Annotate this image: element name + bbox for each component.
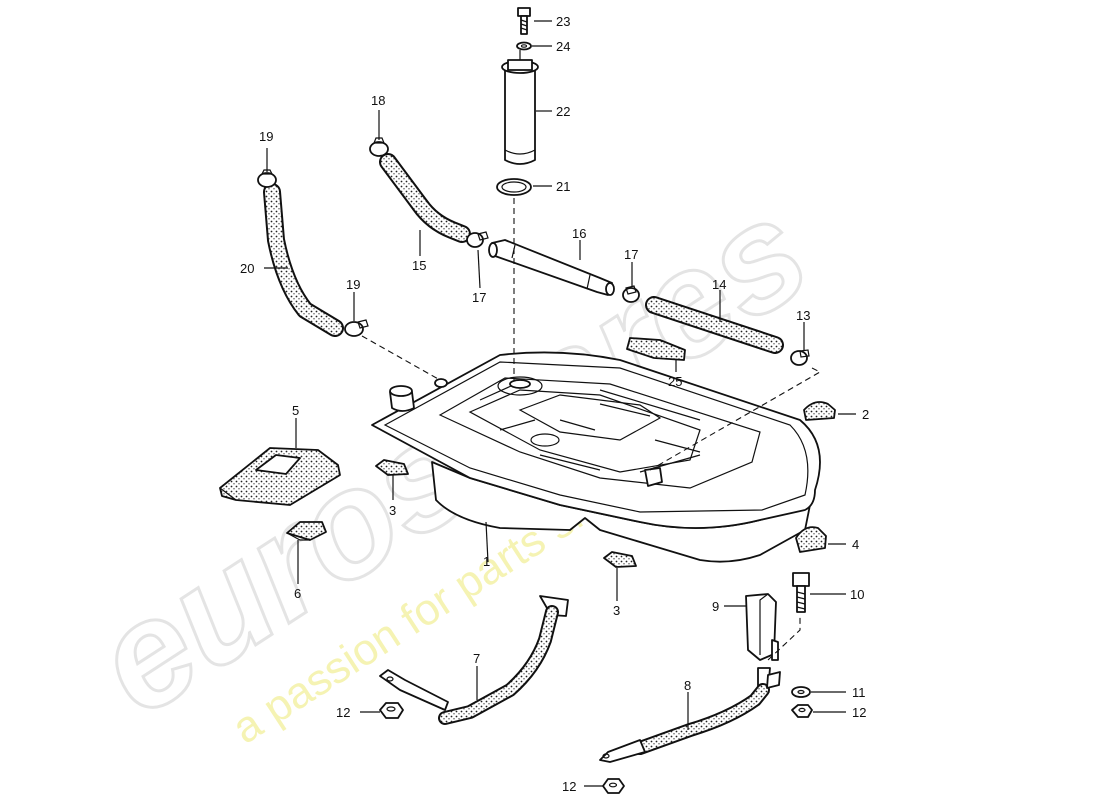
- callout-17-right: 17: [624, 247, 638, 262]
- callout-8: 8: [684, 678, 691, 693]
- nut-12-bottom: [602, 778, 625, 794]
- callout-19-bottom: 19: [346, 277, 360, 292]
- fuel-filter: [488, 239, 615, 296]
- callout-9: 9: [712, 599, 719, 614]
- pad-3-lower: [603, 551, 637, 568]
- clamp-17-left: [466, 231, 489, 248]
- callout-12-left: 12: [336, 705, 350, 720]
- clamp-19-bottom: [344, 319, 369, 337]
- buffer-4: [795, 526, 827, 553]
- callout-18: 18: [371, 93, 385, 108]
- clamp-17-right: [622, 285, 640, 303]
- assembly-lines: [361, 198, 822, 661]
- bolt: [517, 7, 531, 35]
- washer: [516, 41, 532, 51]
- callout-4: 4: [852, 537, 859, 552]
- callout-2: 2: [862, 407, 869, 422]
- callout-15: 15: [412, 258, 426, 273]
- callout-14: 14: [712, 277, 726, 292]
- pad-3-upper: [375, 459, 409, 476]
- bracket-9: [745, 593, 779, 661]
- callout-labels: 23 24 22 21 18 19 20 15 16 17 17 14 13 1…: [240, 14, 869, 794]
- nut-12-right: [791, 704, 813, 718]
- callout-19-top: 19: [259, 129, 273, 144]
- pad-6: [286, 521, 327, 541]
- callout-12-bottom: 12: [562, 779, 576, 794]
- callout-10: 10: [850, 587, 864, 602]
- callout-12-right: 12: [852, 705, 866, 720]
- clamp-13: [790, 349, 810, 366]
- strap-7: [379, 595, 569, 725]
- callout-23: 23: [556, 14, 570, 29]
- washer-11: [791, 686, 811, 698]
- hose-15: [379, 153, 471, 243]
- callout-6: 6: [294, 586, 301, 601]
- clamp-19-top: [257, 169, 277, 188]
- callout-17-left: 17: [472, 290, 486, 305]
- cover-5: [219, 447, 341, 506]
- clamp-18: [369, 137, 389, 157]
- callout-7: 7: [473, 651, 480, 666]
- fuel-tank: [371, 351, 821, 563]
- o-ring-seal: [496, 178, 532, 196]
- callout-16: 16: [572, 226, 586, 241]
- callout-3-lower: 3: [613, 603, 620, 618]
- nut-12-left: [379, 702, 404, 719]
- callout-24: 24: [556, 39, 570, 54]
- callout-20: 20: [240, 261, 254, 276]
- callout-1: 1: [483, 554, 490, 569]
- leader-lines: [264, 20, 856, 787]
- callout-22: 22: [556, 104, 570, 119]
- callout-25: 25: [668, 374, 682, 389]
- callout-3-upper: 3: [389, 503, 396, 518]
- sender-unit: [501, 50, 539, 165]
- strap-8: [599, 667, 781, 763]
- hose-20: [263, 183, 344, 337]
- callout-13: 13: [796, 308, 810, 323]
- callout-5: 5: [292, 403, 299, 418]
- pad-25: [626, 337, 686, 361]
- bolt-10: [792, 572, 810, 613]
- callout-11: 11: [852, 685, 866, 700]
- callout-21: 21: [556, 179, 570, 194]
- hose-14: [645, 296, 784, 354]
- buffer-2: [803, 401, 836, 421]
